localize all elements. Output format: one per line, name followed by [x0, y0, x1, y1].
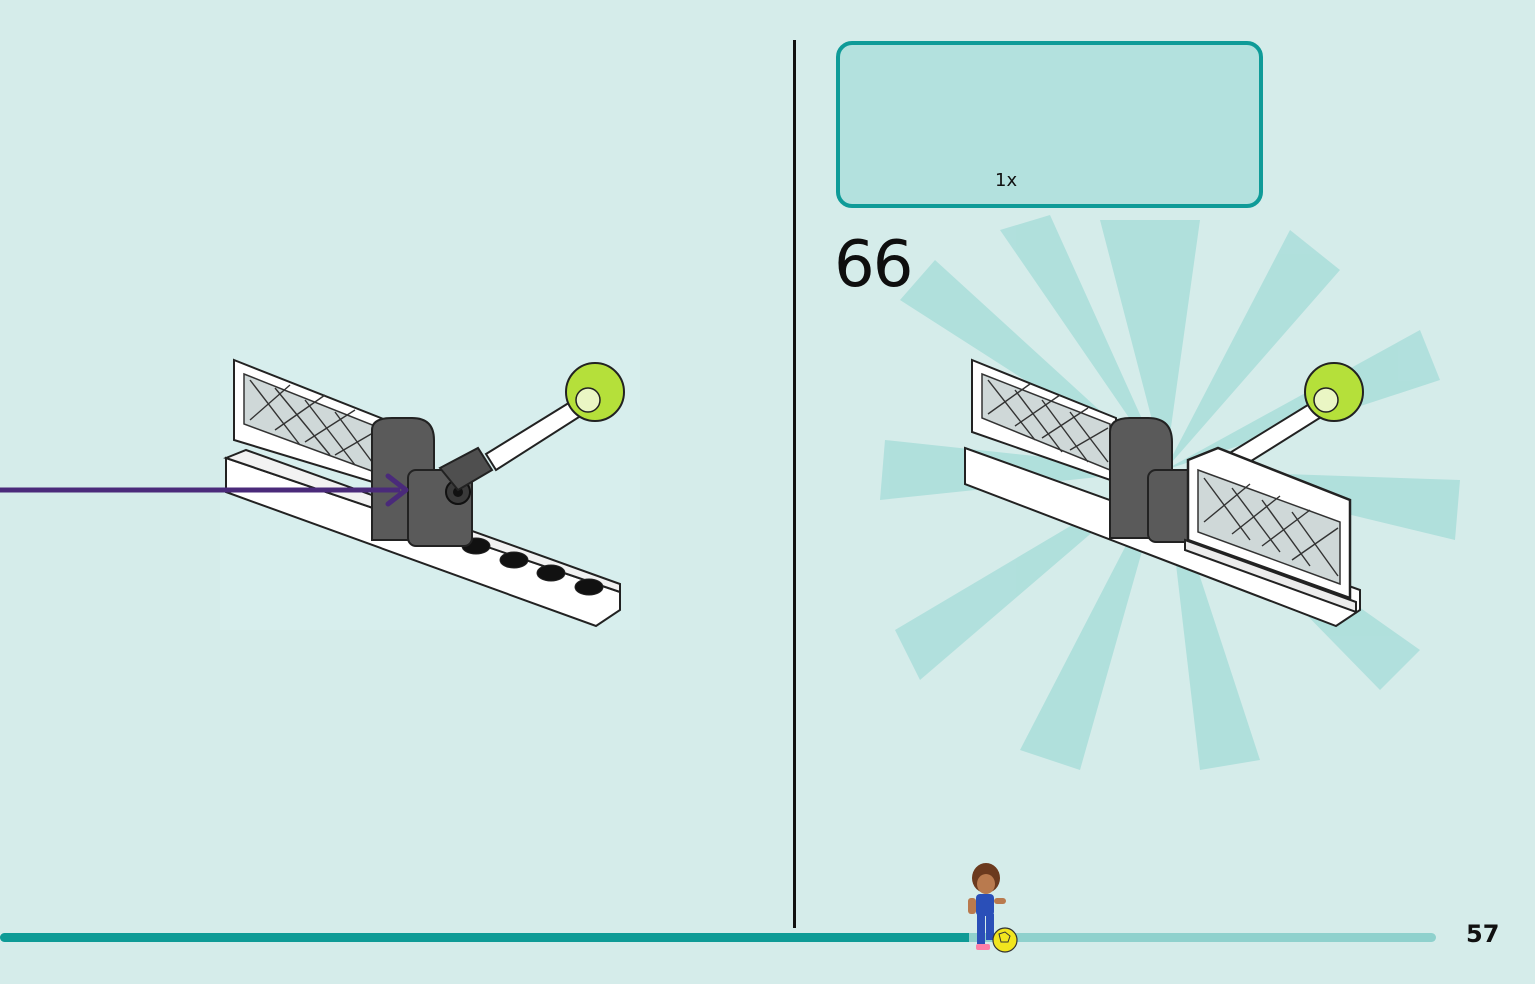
step-number: 66 [834, 228, 913, 302]
page-number: 57 [1466, 920, 1500, 948]
left-page [0, 358, 625, 628]
parts-callout-box [836, 41, 1263, 208]
page-divider [793, 40, 796, 928]
part-quantity: 1x [995, 170, 1018, 191]
placement-arrow-icon [0, 473, 409, 507]
plate-studs [461, 537, 604, 596]
left-build-illustration [0, 358, 625, 628]
progress-fill [0, 933, 969, 942]
fence-assembly-complete-icon [964, 358, 1364, 628]
fence-assembly-icon [223, 358, 625, 628]
highlight-burst [880, 215, 1460, 770]
